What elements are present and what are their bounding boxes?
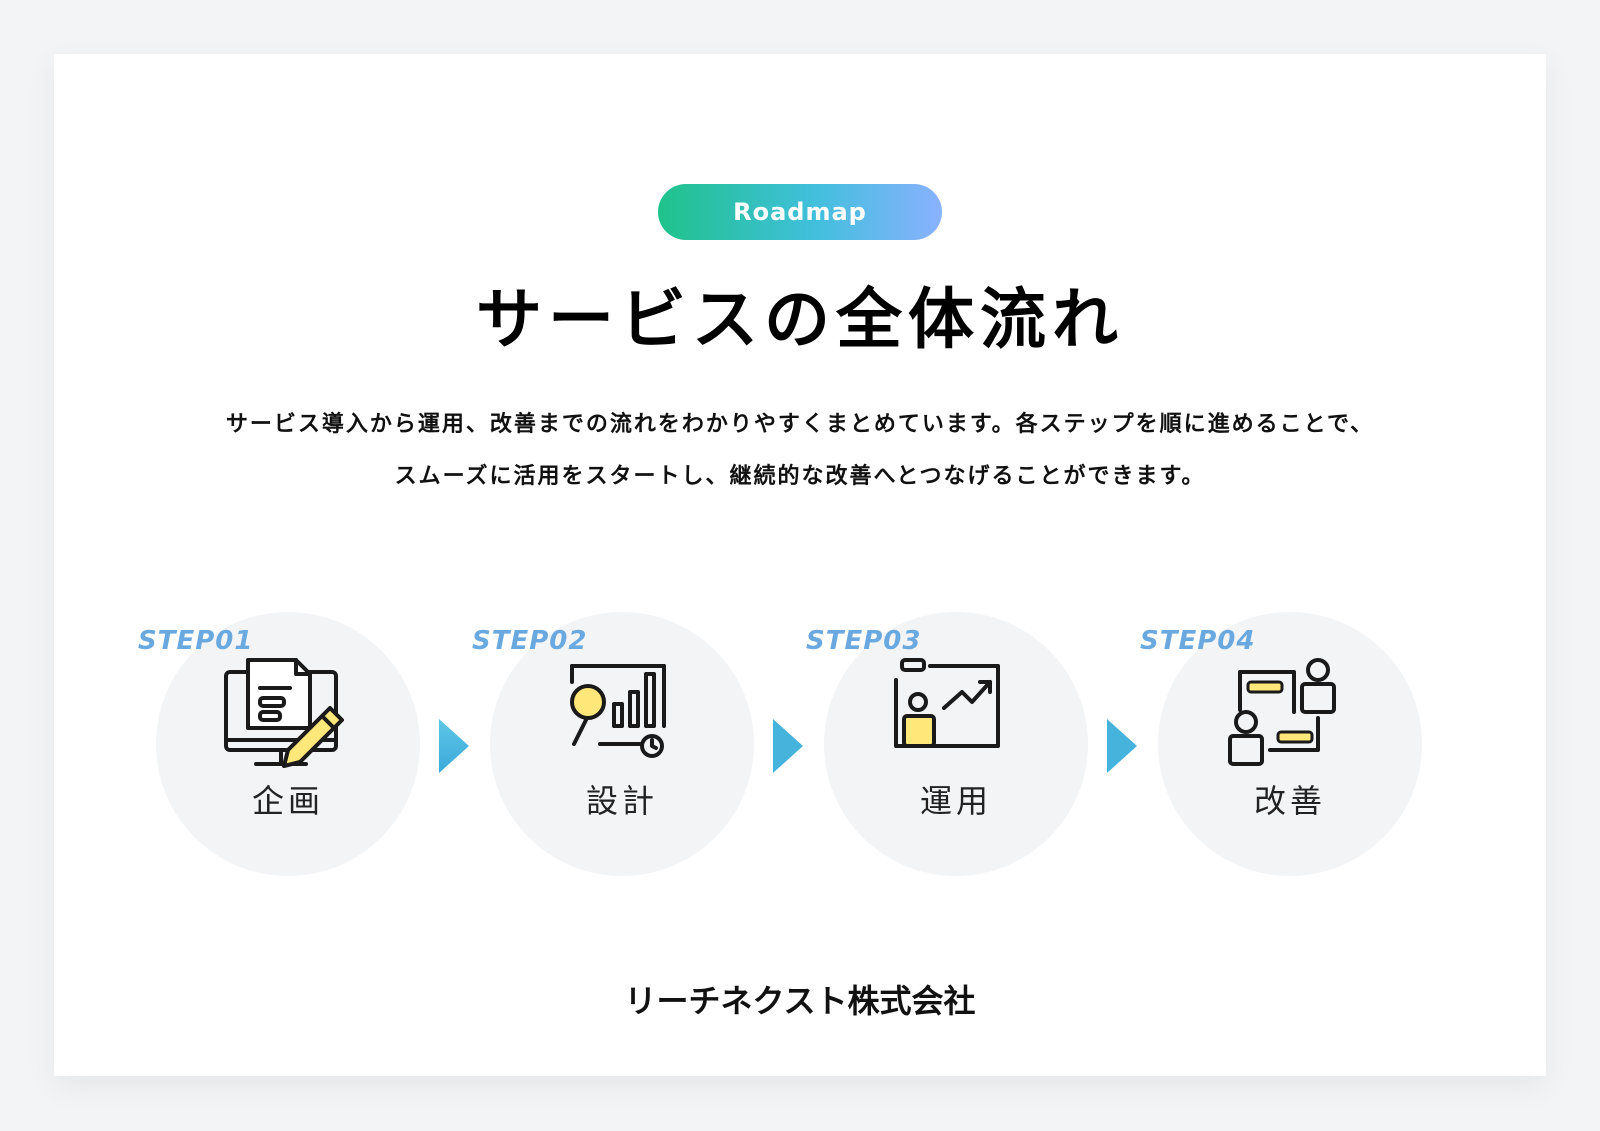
step-3: STEP03 運用 bbox=[806, 612, 1088, 876]
step-4: STEP04 改善 bbox=[1140, 612, 1422, 876]
step-name: 改善 bbox=[1253, 782, 1326, 820]
roadmap-badge: Roadmap bbox=[658, 184, 942, 240]
company-name: リーチネクスト株式会社 bbox=[624, 982, 976, 1020]
step-name: 設計 bbox=[585, 782, 658, 820]
step-arrow-1 bbox=[439, 719, 469, 773]
analysis-chart-icon bbox=[570, 664, 666, 758]
step-label: STEP02 bbox=[472, 626, 588, 656]
step-label: STEP04 bbox=[1140, 626, 1256, 656]
step-circle bbox=[1158, 612, 1422, 876]
step-1: STEP01 企画 bbox=[138, 612, 420, 876]
step-arrow-2 bbox=[773, 719, 803, 773]
step-arrow-3 bbox=[1107, 719, 1137, 773]
presentation-growth-icon bbox=[894, 658, 1000, 748]
page-title: サービスの全体流れ bbox=[476, 281, 1124, 358]
step-label: STEP01 bbox=[138, 626, 254, 656]
step-2: STEP02 設計 bbox=[472, 612, 754, 876]
description-line-1: サービス導入から運用、改善までの流れをわかりやすくまとめています。各ステップを順… bbox=[225, 412, 1375, 437]
step-circle bbox=[156, 612, 420, 876]
step-name: 企画 bbox=[251, 782, 324, 820]
step-label: STEP03 bbox=[806, 626, 922, 656]
description-line-2: スムーズに活用をスタートし、継続的な改善へとつなげることができます。 bbox=[394, 464, 1206, 489]
team-flow-icon bbox=[1228, 658, 1336, 766]
roadmap-card: Roadmap サービスの全体流れ サービス導入から運用、改善までの流れをわかり… bbox=[54, 54, 1546, 1076]
step-name: 運用 bbox=[919, 782, 992, 820]
document-edit-icon bbox=[224, 658, 344, 768]
